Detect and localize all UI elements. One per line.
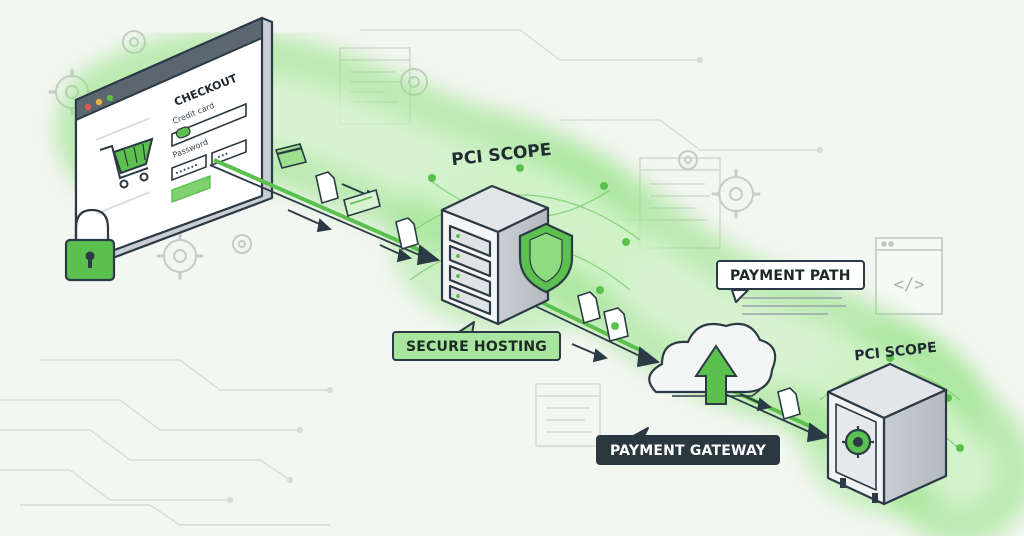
password-field[interactable] [171,153,207,182]
safe-icon [826,362,948,506]
background-circuit-nodes [227,57,823,503]
secure-hosting-label: SECURE HOSTING [392,331,561,361]
form-document-icon [343,188,381,218]
cloud-document-icon [603,307,629,342]
cvv-field[interactable] [211,138,247,167]
server-icon [440,184,550,326]
shield-icon [518,222,574,294]
code-icon: </> [894,275,925,295]
document-icon [315,171,801,421]
lock-icon [64,208,116,282]
background-window-3 [535,383,601,447]
credit-card-field[interactable] [171,102,247,148]
payment-path-label: PAYMENT PATH [716,260,865,290]
upload-arrow-icon [694,344,738,405]
browser-window-icon [875,237,943,315]
payment-gateway-label: PAYMENT GATEWAY [596,435,781,465]
server-leds [456,234,460,298]
payment-path-text-lines [742,297,846,315]
submit-button[interactable] [171,174,211,204]
cart-icon [99,137,154,189]
credit-card-icon [274,143,308,169]
